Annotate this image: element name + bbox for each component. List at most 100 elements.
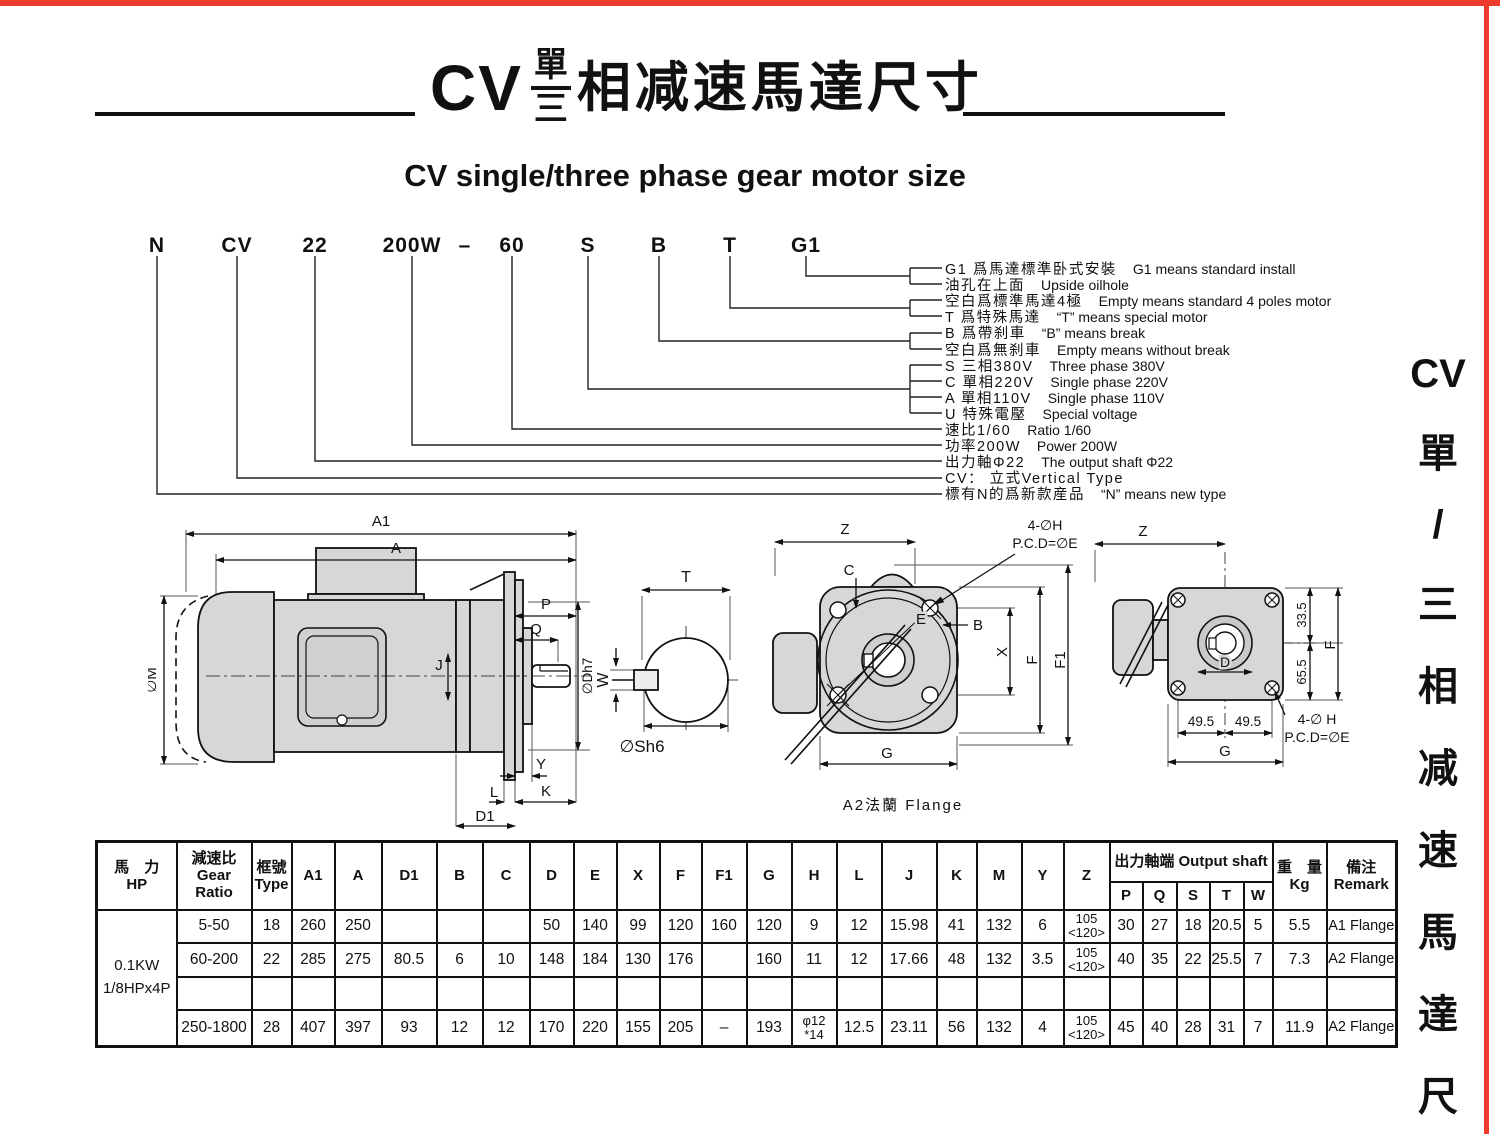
table-cell — [528, 975, 575, 1011]
table-cell — [481, 975, 531, 1011]
table-cell: 407 — [290, 1008, 336, 1048]
callout-zh: S 三相380V — [945, 358, 1034, 375]
table-cell: 120 — [658, 908, 703, 944]
model-code-token: G1 — [790, 234, 822, 257]
table-cell: 250-1800 — [175, 1008, 253, 1048]
power-cell: 0.1KW 1/8HPx4P — [95, 908, 178, 1048]
table-header-cell: E — [572, 840, 618, 911]
table-cell: 220 — [572, 1008, 618, 1048]
table-header-cell: Y — [1020, 840, 1065, 911]
table-header-cell: K — [935, 840, 978, 911]
table-cell — [790, 975, 838, 1011]
title-cv: CV — [430, 51, 523, 124]
callout-zh: 標有N的爲新款産品 — [945, 487, 1085, 504]
table-header-cell: S — [1175, 880, 1211, 911]
table-cell: 22 — [1175, 941, 1211, 978]
title-frac-bottom: 三 — [533, 90, 568, 129]
title-frac-top: 單 — [530, 46, 571, 91]
dim-label: K — [541, 783, 551, 800]
table-cell — [572, 975, 618, 1011]
callout-zh: 空白爲標準馬達4極 — [945, 294, 1083, 311]
table-cell: 260 — [290, 908, 336, 944]
callout-en: Empty means without break — [1057, 341, 1230, 358]
sidebar-char: 尺 — [1418, 1075, 1458, 1119]
table-cell — [481, 908, 531, 944]
table-header-cell: F — [658, 840, 703, 911]
table-cell: 9 — [790, 908, 838, 944]
table-cell: 7 — [1242, 1008, 1274, 1048]
sidebar-char: CV — [1410, 352, 1466, 396]
callout-zh: 空白爲無刹車 — [945, 342, 1041, 359]
dim-label: Q — [530, 621, 542, 638]
table-cell — [700, 975, 748, 1011]
table-cell: 5.5 — [1271, 908, 1328, 944]
callout-en: Upside oilhole — [1041, 277, 1129, 294]
callout-row: 標有N的爲新款産品 “N” means new type — [945, 483, 1226, 504]
dim-label: D1 — [475, 808, 494, 825]
model-code-token: B — [650, 234, 668, 257]
callout-zh: 出力軸Φ22 — [945, 455, 1026, 472]
dim-label: ∅Dh7 — [580, 658, 595, 695]
table-cell: 6 — [1020, 908, 1065, 944]
table-cell — [380, 908, 438, 944]
table-cell: A2 Flange — [1325, 1008, 1398, 1048]
dim-label: G — [881, 745, 893, 762]
table-cell: 7 — [1242, 941, 1274, 978]
table-cell — [333, 975, 383, 1011]
table-cell — [1325, 975, 1398, 1011]
model-code-token: 22 — [302, 234, 328, 257]
dim-label: 33.5 — [1294, 602, 1309, 627]
page-title: CV 單 三 相减速馬達尺寸 — [430, 46, 983, 129]
callout-en: “N” means new type — [1100, 486, 1227, 503]
callout-en: Empty means standard 4 poles motor — [1098, 293, 1332, 310]
sidebar-char: 速 — [1418, 829, 1458, 873]
dim-label: A — [391, 540, 401, 557]
shaft-section-drawing: T W ∅Sh6 — [595, 569, 738, 756]
table-cell: 50 — [528, 908, 575, 944]
dim-label: 4-∅H — [1028, 517, 1063, 533]
title-phase-fraction: 單 三 — [530, 46, 571, 129]
dim-label: P.C.D=∅E — [1284, 729, 1349, 745]
square-flange-drawing: Z 33.5 65.5 F D 49.5 49.5 G 4-∅ H P.C.D=… — [1094, 523, 1350, 767]
callout-en: Single phase 110V — [1047, 389, 1165, 406]
table-cell: 130 — [615, 941, 661, 978]
model-code-token: N — [148, 234, 166, 257]
table-cell: A2 Flange — [1325, 941, 1398, 978]
table-cell: 160 — [700, 908, 748, 944]
callout-en: G1 means standard install — [1132, 261, 1296, 277]
table-cell: A1 Flange — [1325, 908, 1398, 944]
callout-en: Special voltage — [1042, 405, 1138, 422]
table-cell: 28 — [250, 1008, 293, 1048]
table-cell: 176 — [658, 941, 703, 978]
page-border-right — [1484, 0, 1489, 1134]
table-header-cell: 馬 力 HP — [95, 840, 178, 911]
table-cell: 397 — [333, 1008, 383, 1048]
table-cell: 30 — [1108, 908, 1144, 944]
sidebar-char: 三 — [1418, 583, 1458, 627]
table-header-cell: 框號 Type — [250, 840, 293, 911]
table-header-cell: J — [880, 840, 938, 911]
table-header-cell: D1 — [380, 840, 438, 911]
table-cell: 132 — [975, 1008, 1023, 1048]
table-cell: 12.5 — [835, 1008, 883, 1048]
table-cell: 105 <120> — [1062, 941, 1111, 978]
table-header-cell: 減速比 Gear Ratio — [175, 840, 253, 911]
dim-label: G — [1219, 743, 1231, 760]
dim-label: Z — [840, 521, 849, 538]
dim-label: L — [490, 784, 498, 801]
table-header-cell: P — [1108, 880, 1144, 911]
dim-label: D — [1220, 654, 1230, 670]
model-code-token: 60 — [499, 234, 525, 257]
table-cell: 99 — [615, 908, 661, 944]
table-header-cell: 重 量 Kg — [1271, 840, 1328, 911]
callout-row: CV： 立式Vertical Type — [945, 467, 1124, 488]
